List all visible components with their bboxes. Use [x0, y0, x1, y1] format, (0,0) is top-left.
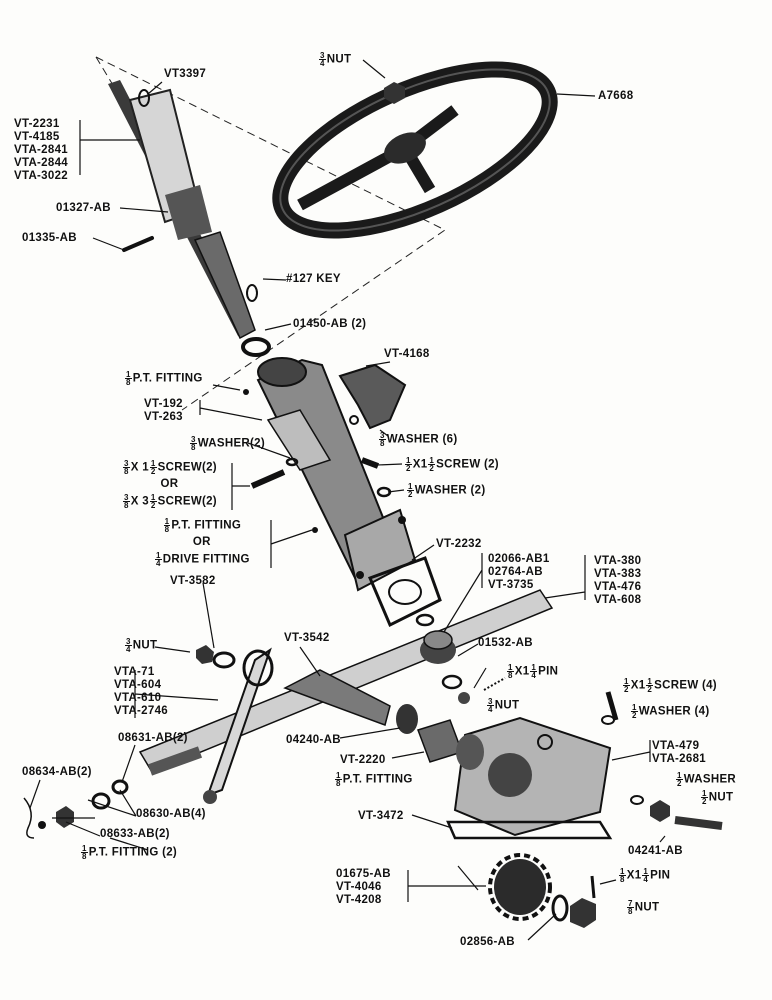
label-vta2841: VTA-2841	[14, 144, 68, 156]
label-vta476: VTA-476	[594, 581, 642, 593]
label-02066-ab1: 02066-AB1	[488, 553, 550, 565]
sector-gear	[488, 853, 552, 921]
label-vta71: VTA-71	[114, 666, 155, 678]
label-group-bearing: 02066-AB1 02764-AB VT-3735	[488, 553, 550, 592]
label-04240-ab: 04240-AB	[286, 734, 341, 746]
label-group-vta-worm: VTA-380 VTA-383 VTA-476 VTA-608	[594, 555, 641, 607]
label-or-2: OR	[192, 536, 211, 548]
label-vt3472: VT-3472	[358, 810, 404, 822]
label-vt3542: VT-3542	[284, 632, 330, 644]
label-01450-ab: 01450-AB (2)	[293, 318, 367, 330]
label-01335-ab: 01335-AB	[22, 232, 77, 244]
label-01327-ab: 01327-AB	[56, 202, 111, 214]
label-vta610: VTA-610	[114, 692, 162, 704]
label-vt4208: VT-4208	[336, 894, 382, 906]
label-vt3582: VT-3582	[170, 575, 216, 587]
label-08631-ab: 08631-AB(2)	[118, 732, 188, 744]
label-vta2844: VTA-2844	[14, 157, 68, 169]
label-vta383: VTA-383	[594, 568, 642, 580]
steering-shaft	[108, 80, 258, 340]
label-vta479: VTA-479	[652, 740, 700, 752]
label-vta380: VTA-380	[594, 555, 642, 567]
label-or-1: OR	[160, 478, 179, 490]
gear-box	[453, 716, 612, 837]
label-vt263: VT-263	[144, 411, 183, 423]
label-group-housing: VT-192 VT-263	[144, 398, 183, 424]
label-vt192: VT-192	[144, 398, 183, 410]
label-vt3735: VT-3735	[488, 579, 534, 591]
label-08630-ab: 08630-AB(4)	[136, 808, 206, 820]
label-01532-ab: 01532-AB	[478, 637, 533, 649]
label-127-key: #127 KEY	[286, 273, 341, 285]
label-group-sector-gear: 01675-AB VT-4046 VT-4208	[336, 868, 391, 907]
label-vta3022: VTA-3022	[14, 170, 68, 182]
label-vt2232: VT-2232	[436, 538, 482, 550]
label-group-shaft: VT-2231 VT-4185 VTA-2841 VTA-2844 VTA-30…	[14, 118, 68, 183]
nut-part	[384, 82, 405, 104]
label-vta604: VTA-604	[114, 679, 162, 691]
label-01675-ab: 01675-AB	[336, 868, 391, 880]
label-group-gearbox: VTA-479 VTA-2681	[652, 740, 706, 766]
steering-wheel	[272, 61, 558, 239]
label-08634-ab: 08634-AB(2)	[22, 766, 92, 778]
label-08633-ab: 08633-AB(2)	[100, 828, 170, 840]
label-a7668: A7668	[598, 90, 634, 102]
label-vta2746: VTA-2746	[114, 705, 168, 717]
label-02856-ab: 02856-AB	[460, 936, 515, 948]
label-vt4185: VT-4185	[14, 131, 60, 143]
label-vt4168: VT-4168	[384, 348, 430, 360]
label-vt2220: VT-2220	[340, 754, 386, 766]
label-vta2681: VTA-2681	[652, 753, 706, 765]
label-02764-ab: 02764-AB	[488, 566, 543, 578]
column-housing	[256, 357, 417, 592]
bearing	[420, 630, 456, 664]
label-vt3397: VT3397	[164, 68, 207, 80]
label-vt2231: VT-2231	[14, 118, 60, 130]
label-04241-ab: 04241-AB	[628, 845, 683, 857]
label-group-pitman-arm: VTA-71 VTA-604 VTA-610 VTA-2746	[114, 666, 168, 718]
label-vta608: VTA-608	[594, 594, 642, 606]
label-vt4046: VT-4046	[336, 881, 382, 893]
